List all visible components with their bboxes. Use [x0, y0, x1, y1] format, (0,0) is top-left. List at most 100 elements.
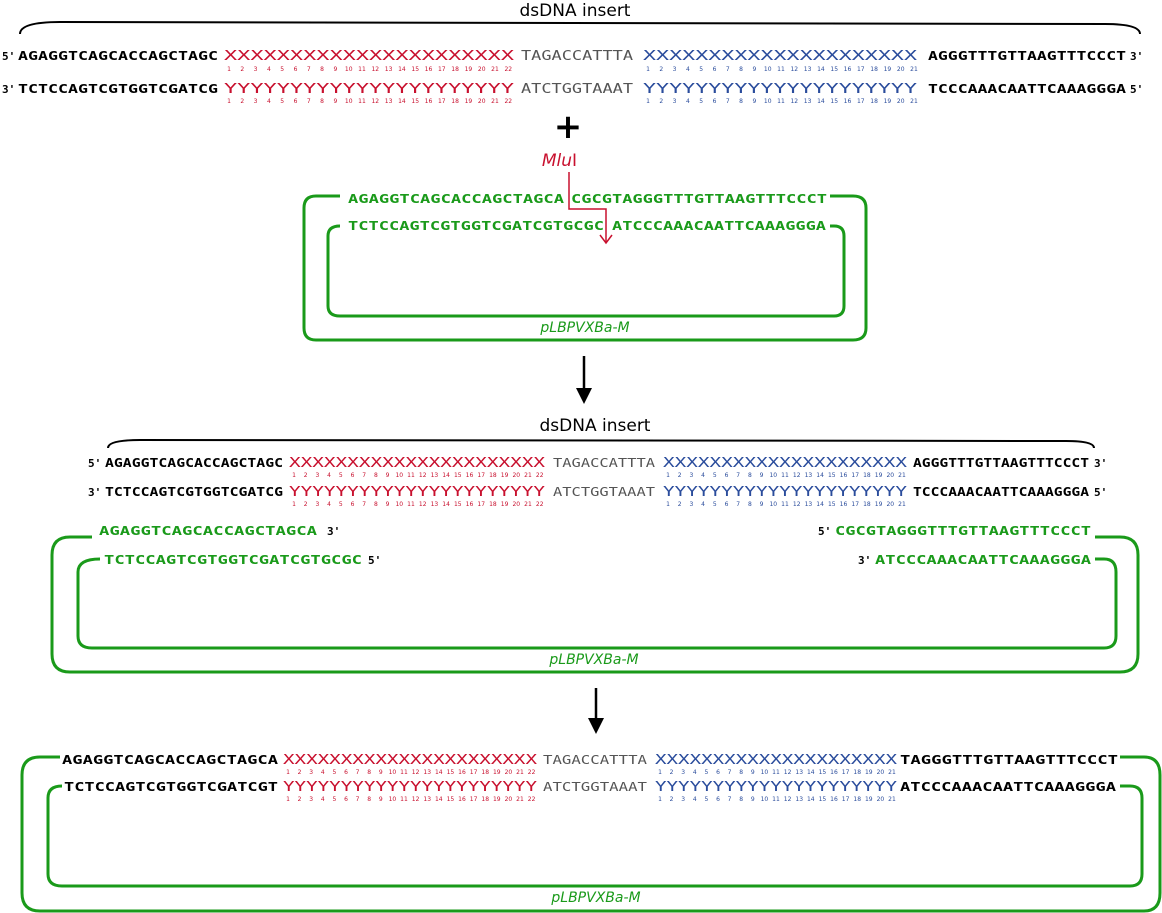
position-index: 5 — [713, 472, 717, 479]
position-index: 15 — [830, 66, 838, 73]
position-index: 4 — [701, 472, 705, 479]
position-index: 4 — [701, 501, 705, 508]
position-index: 22 — [536, 501, 544, 508]
insert-section-2: dsDNA insert 5' AGAGGTCAGCACCAGCTAGC XXX… — [88, 416, 1107, 508]
position-index: 22 — [536, 472, 544, 479]
position-index: 19 — [493, 769, 501, 776]
position-index: 11 — [407, 472, 415, 479]
product-top-left-seq: AGAGGTCAGCACCAGCTAGCA — [62, 752, 279, 767]
position-index: 10 — [764, 66, 772, 73]
position-index: 22 — [528, 769, 536, 776]
position-index: 2 — [678, 501, 682, 508]
position-index: 6 — [725, 472, 729, 479]
position-index: 7 — [726, 66, 730, 73]
insert-title-1: dsDNA insert — [520, 1, 631, 21]
insert2-top-x-red: XXXXXXXXXXXXXXXXXXXXXX — [289, 455, 545, 471]
position-index: 2 — [659, 66, 663, 73]
position-index: 19 — [875, 472, 883, 479]
position-index: 4 — [693, 769, 697, 776]
position-index: 9 — [386, 472, 390, 479]
position-index: 12 — [371, 66, 379, 73]
position-index: 17 — [857, 66, 865, 73]
position-index: 11 — [772, 769, 780, 776]
insert-bottom-y-red: YYYYYYYYYYYYYYYYYYYYYY — [224, 81, 514, 97]
position-index: 17 — [842, 769, 850, 776]
position-index: 22 — [504, 66, 512, 73]
position-index: 18 — [853, 796, 861, 803]
position-index: 14 — [807, 769, 815, 776]
position-index: 18 — [870, 98, 878, 105]
position-index: 19 — [501, 472, 509, 479]
position-index: 13 — [805, 472, 813, 479]
position-index: 2 — [240, 66, 244, 73]
insert-bottom-left-seq: TCTCCAGTCGTGGTCGATCG — [18, 81, 218, 96]
position-index: 18 — [853, 769, 861, 776]
position-index: 10 — [395, 472, 403, 479]
plasmid-label-3: pLBPVXBa-M — [550, 890, 640, 906]
position-index: 13 — [795, 796, 803, 803]
position-index: 9 — [379, 769, 383, 776]
position-index: 7 — [356, 796, 360, 803]
product-bottom-right-seq: ATCCCAAACAATTCAAAGGGA — [900, 779, 1117, 794]
position-index: 18 — [451, 66, 459, 73]
position-index: 3 — [309, 796, 313, 803]
position-index: 7 — [736, 501, 740, 508]
position-index: 4 — [327, 501, 331, 508]
position-index: 19 — [875, 501, 883, 508]
position-index: 21 — [491, 98, 499, 105]
position-index: 4 — [693, 796, 697, 803]
insert2-top-x-blue: XXXXXXXXXXXXXXXXXXXXX — [663, 455, 907, 471]
position-index: 1 — [286, 769, 290, 776]
position-index: 6 — [716, 769, 720, 776]
insert-top-middle-seq: TAGACCATTTA — [521, 49, 633, 64]
position-index: 20 — [877, 796, 885, 803]
product-bottom-y-red: YYYYYYYYYYYYYYYYYYYYYY — [283, 779, 537, 795]
position-index: 20 — [886, 501, 894, 508]
position-index: 3 — [673, 66, 677, 73]
position-index: 13 — [804, 98, 812, 105]
position-index: 9 — [333, 66, 337, 73]
mlui-cut-line — [568, 172, 607, 242]
position-index: 3 — [315, 501, 319, 508]
position-index: 13 — [431, 472, 439, 479]
position-index: 1 — [286, 796, 290, 803]
position-index: 17 — [470, 769, 478, 776]
position-index: 1 — [292, 501, 296, 508]
position-index: 10 — [769, 472, 777, 479]
position-index: 3 — [681, 769, 685, 776]
position-index: 8 — [739, 98, 743, 105]
position-index: 15 — [447, 796, 455, 803]
position-index: 16 — [840, 501, 848, 508]
plasmid-inner-loop — [326, 224, 846, 318]
opened-vector-section: AGAGGTCAGCACCAGCTAGCA 3' TCTCCAGTCGTGGTC… — [50, 523, 1140, 674]
position-index: 9 — [760, 472, 764, 479]
position-index: 8 — [320, 98, 324, 105]
insert-brace-1 — [19, 20, 1141, 35]
position-index: 11 — [407, 501, 415, 508]
position-index: 5 — [280, 66, 284, 73]
position-index: 21 — [898, 472, 906, 479]
position-index: 7 — [726, 98, 730, 105]
cut-arrow-icon — [599, 234, 613, 245]
position-index: 16 — [466, 501, 474, 508]
position-index: 19 — [865, 796, 873, 803]
position-index: 19 — [465, 66, 473, 73]
position-index: 3 — [315, 472, 319, 479]
position-index: 1 — [666, 472, 670, 479]
position-index: 15 — [828, 472, 836, 479]
position-index: 13 — [423, 796, 431, 803]
position-index: 17 — [851, 501, 859, 508]
insert2-top-right-seq: AGGGTTTGTTAAGTTTCCCT — [913, 455, 1089, 470]
position-index: 18 — [481, 769, 489, 776]
product-bottom-y-blue: YYYYYYYYYYYYYYYYYYYYY — [655, 779, 897, 795]
position-index: 8 — [374, 472, 378, 479]
position-index: 14 — [442, 472, 450, 479]
position-index: 7 — [362, 472, 366, 479]
position-index: 13 — [385, 98, 393, 105]
